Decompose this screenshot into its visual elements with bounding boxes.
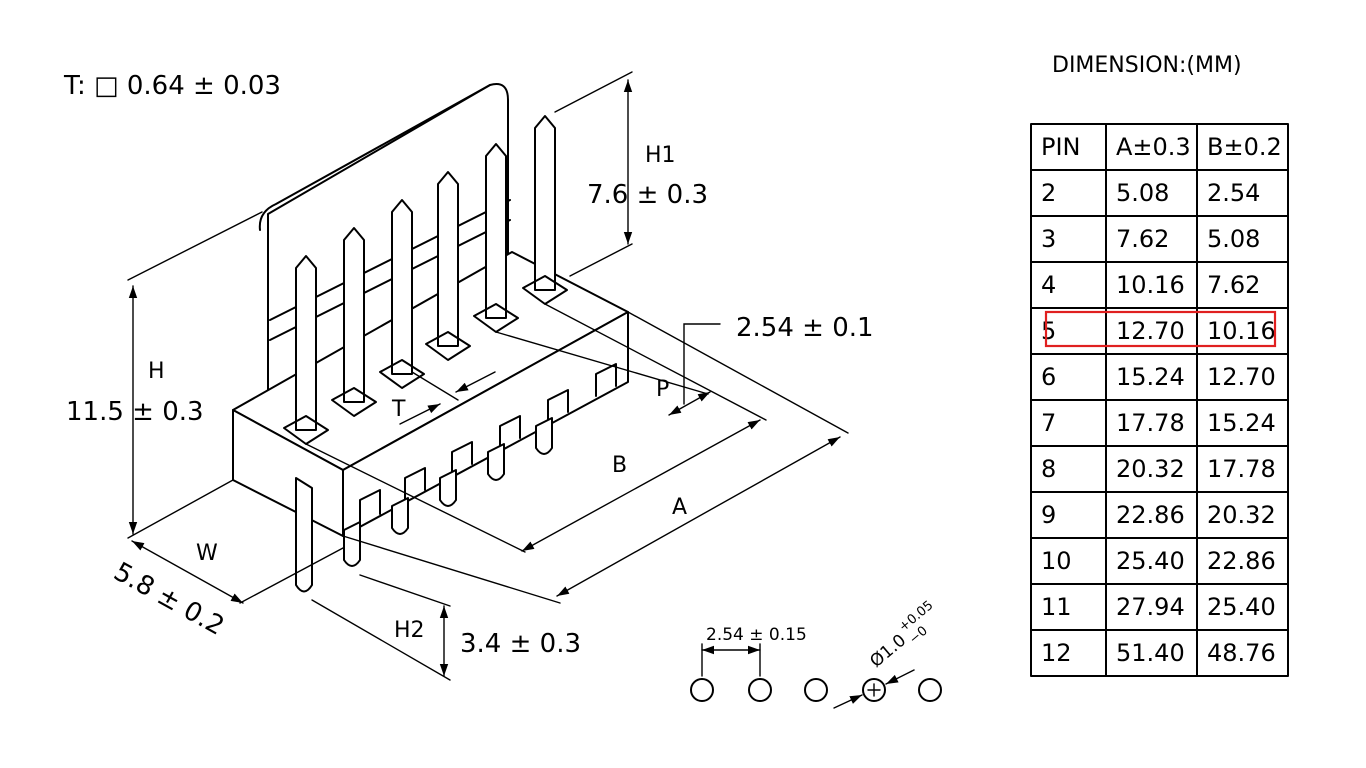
table-cell: 12.70: [1207, 363, 1276, 391]
pin-3: [379, 199, 425, 389]
hole-5: [918, 678, 942, 702]
h-value: 11.5 ± 0.3: [66, 397, 204, 427]
h-name: H: [148, 359, 165, 384]
table-cell: 51.40: [1116, 639, 1185, 667]
pitch-leader: [683, 323, 721, 405]
b-name: B: [612, 453, 627, 478]
bottom-leg-1: [295, 477, 313, 593]
hole-pattern: [690, 643, 942, 709]
table-cell: 15.24: [1116, 363, 1185, 391]
table-cell: 5.08: [1207, 225, 1260, 253]
table-cell: 10: [1041, 547, 1072, 575]
dimension-table: PIN A±0.3 B±0.2 2 5.08 2.54 3 7.62 5.08 4 10.16 7.6…: [1030, 123, 1289, 677]
hole-pitch-label: 2.54 ± 0.15: [706, 625, 807, 645]
table-cell: 7.62: [1207, 271, 1260, 299]
table-cell: 9: [1041, 501, 1056, 529]
h2-value: 3.4 ± 0.3: [460, 629, 581, 659]
hole-3: [804, 678, 828, 702]
table-cell: 20.32: [1207, 501, 1276, 529]
bottom-leg-3: [391, 497, 409, 535]
pin-5: [473, 143, 519, 333]
highlight-box: [1044, 310, 1277, 348]
h1-value: 7.6 ± 0.3: [587, 180, 708, 210]
pitch-value: 2.54 ± 0.1: [736, 313, 874, 343]
h2-name: H2: [394, 618, 425, 643]
h1-name: H1: [645, 143, 676, 168]
table-cell: 12.70: [1116, 317, 1185, 345]
p-name: P: [656, 377, 669, 402]
table-cell: 6: [1041, 363, 1056, 391]
w-dimension-line: [131, 540, 244, 604]
hole-1: [690, 678, 714, 702]
pin-6: [522, 115, 568, 305]
hole-diameter-callout: Ø1.0 +0.05 −0: [866, 598, 936, 672]
bottom-leg-4: [439, 469, 457, 507]
b-dimension-line: [521, 419, 761, 552]
table-cell: 10.16: [1116, 271, 1185, 299]
bottom-leg-2: [343, 521, 361, 567]
table-cell: 20.32: [1116, 455, 1185, 483]
table-cell: 5: [1041, 317, 1056, 345]
hole-2: [748, 678, 772, 702]
table-cell: 15.24: [1207, 409, 1276, 437]
table-header-cell: PIN: [1041, 133, 1081, 161]
pin-2: [331, 227, 377, 417]
table-cell: 2.54: [1207, 179, 1260, 207]
table-cell: 7.62: [1116, 225, 1169, 253]
housing-notches: [359, 363, 617, 526]
table-cell: 17.78: [1116, 409, 1185, 437]
w-name: W: [196, 541, 218, 566]
table-cell: 27.94: [1116, 593, 1185, 621]
connector-body: [232, 83, 629, 593]
table-cell: 22.86: [1116, 501, 1185, 529]
dimension-lines: [127, 71, 849, 681]
table-cell: 8: [1041, 455, 1056, 483]
table-cell: 25.40: [1116, 547, 1185, 575]
housing-front-face: [342, 311, 629, 537]
table-cell: 3: [1041, 225, 1056, 253]
table-cell: 22.86: [1207, 547, 1276, 575]
t-name: T: [391, 397, 406, 422]
table-title: DIMENSION:(MM): [1052, 53, 1242, 78]
table-cell: 25.40: [1207, 593, 1276, 621]
table-header-cell: B±0.2: [1207, 133, 1282, 161]
table-cell: 48.76: [1207, 639, 1276, 667]
thickness-label: T: □ 0.64 ± 0.03: [63, 71, 281, 101]
table-header-cell: A±0.3: [1116, 133, 1191, 161]
table-cell: 2: [1041, 179, 1056, 207]
bottom-leg-5: [487, 443, 505, 481]
hole-diameter: Ø1.0: [866, 631, 910, 672]
hole-4: [862, 678, 886, 702]
w-value: 5.8 ± 0.2: [109, 557, 229, 642]
back-plate-inner-edge: [258, 84, 491, 231]
table-cell: 4: [1041, 271, 1056, 299]
table-cell: 10.16: [1207, 317, 1276, 345]
a-dimension-line: [556, 436, 841, 597]
table-cell: 5.08: [1116, 179, 1169, 207]
pin-4: [425, 171, 471, 361]
table-cell: 17.78: [1207, 455, 1276, 483]
pin-1: [283, 255, 329, 445]
table-cell: 11: [1041, 593, 1072, 621]
table-cell: 7: [1041, 409, 1056, 437]
p-dimension-line: [668, 391, 711, 416]
table-cell: 12: [1041, 639, 1072, 667]
a-name: A: [672, 495, 687, 520]
